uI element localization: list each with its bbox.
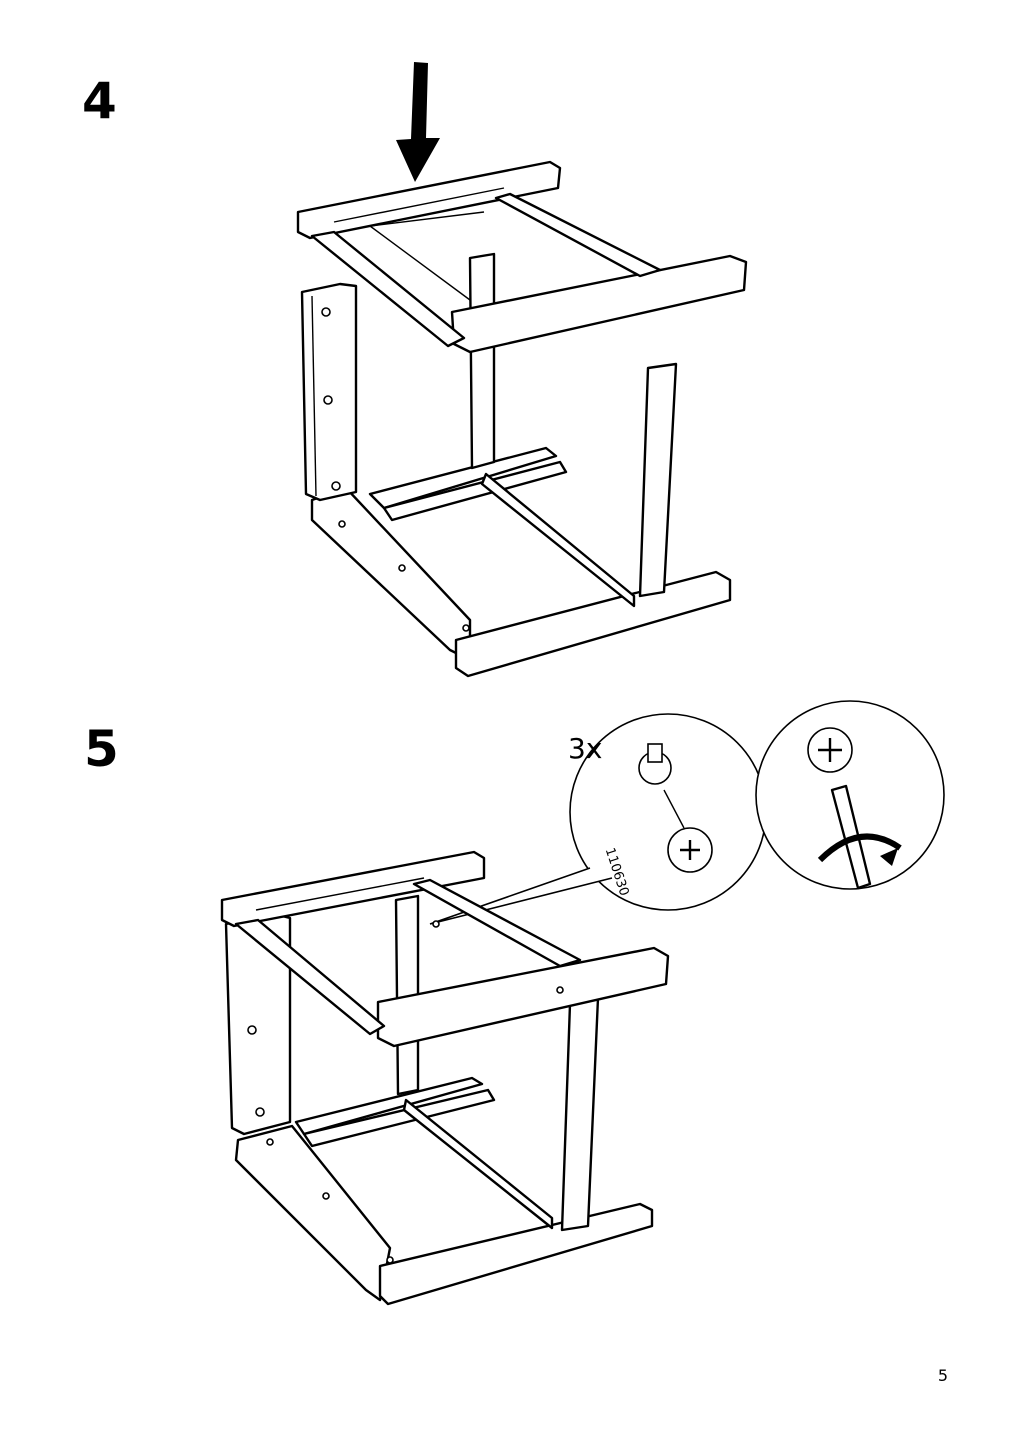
top-frame [296,160,748,354]
step-5-number: 5 [84,720,119,778]
bottom-frame [310,446,732,678]
bottom-frame-assembled [234,1076,654,1306]
top-frame-assembled [220,850,670,1048]
down-arrow-icon [396,62,440,182]
detail-callout-screwdriver [755,700,945,890]
legs-assembled [224,894,600,1232]
quantity-label: 3x [568,732,603,765]
page-number: 5 [937,1366,948,1385]
step-4-number: 4 [82,72,117,130]
